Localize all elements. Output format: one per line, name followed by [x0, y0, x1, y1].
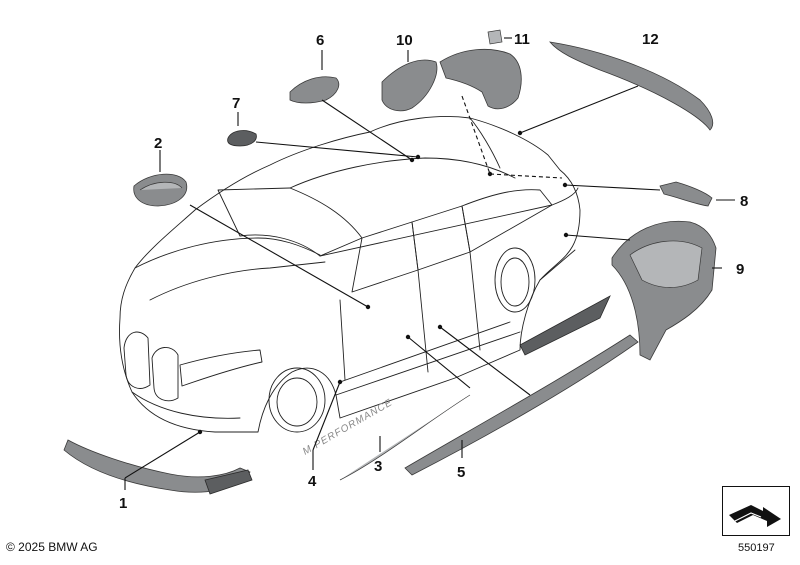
callout-11[interactable]: 11	[514, 31, 530, 48]
callout-6[interactable]: 6	[316, 32, 324, 49]
car-outline	[119, 116, 581, 433]
part-trim-8[interactable]	[659, 181, 713, 207]
callout-3[interactable]: 3	[374, 458, 382, 475]
part-performance-badge[interactable]: M PERFORMANCE	[301, 397, 395, 457]
part-side-skirt[interactable]	[404, 334, 639, 476]
callout-8[interactable]: 8	[740, 193, 748, 210]
callout-12[interactable]: 12	[642, 31, 659, 48]
copyright-text: © 2025 BMW AG	[6, 540, 98, 554]
callout-9[interactable]: 9	[736, 261, 744, 278]
part-cover-10[interactable]	[381, 59, 438, 112]
diagram-number: 550197	[738, 542, 775, 554]
callout-5[interactable]: 5	[457, 464, 465, 481]
arrow-icon	[729, 505, 781, 527]
part-side-decal[interactable]	[339, 295, 611, 481]
part-mirror-cap[interactable]	[133, 173, 188, 207]
navigation-arrow-box[interactable]	[722, 486, 790, 536]
badge-text: M PERFORMANCE	[301, 397, 395, 457]
leader-dots	[197, 130, 569, 435]
part-cap-7[interactable]	[227, 130, 257, 147]
callout-4[interactable]: 4	[308, 473, 317, 490]
callout-7[interactable]: 7	[232, 95, 240, 112]
part-trunk-spoiler[interactable]	[549, 41, 714, 131]
leader-lines	[124, 37, 735, 490]
part-rear-diffuser[interactable]	[611, 220, 717, 361]
callout-10[interactable]: 10	[396, 32, 413, 49]
callout-numbers: 1 2 3 4 5 6 7 8 9 10 11 12	[119, 31, 748, 512]
part-cover-6[interactable]	[289, 76, 340, 104]
part-bumper-trim-11[interactable]	[439, 29, 522, 110]
part-front-lip-spoiler[interactable]	[63, 439, 253, 495]
callout-1[interactable]: 1	[119, 495, 127, 512]
callout-2[interactable]: 2	[154, 135, 162, 152]
